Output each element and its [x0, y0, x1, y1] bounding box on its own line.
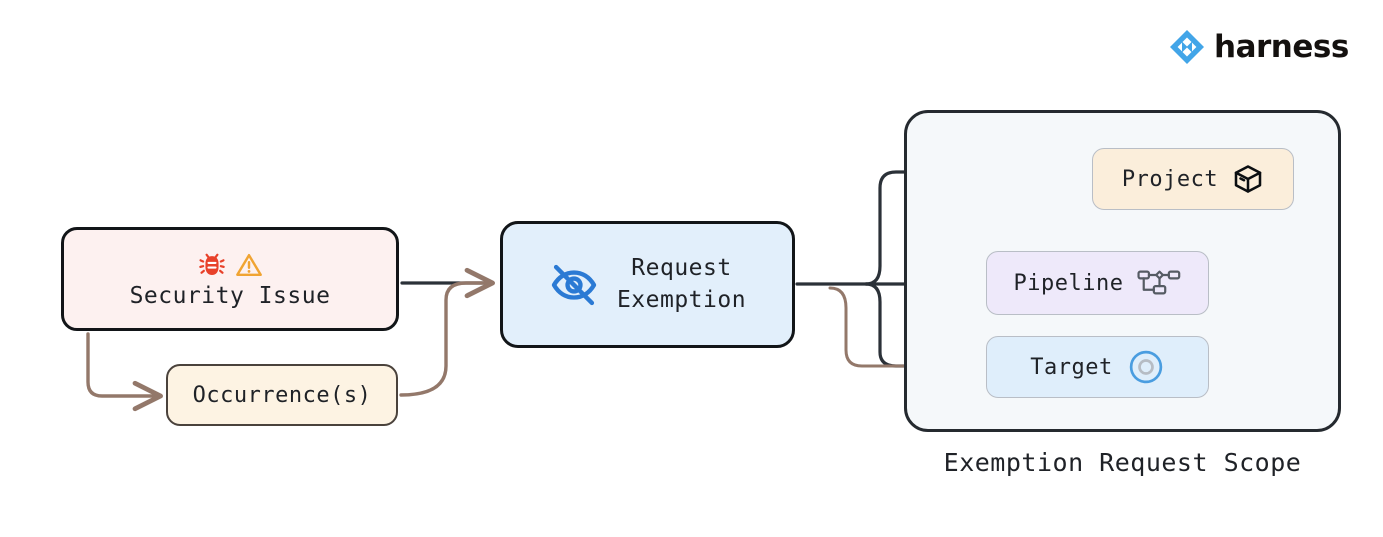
- scope-item-target[interactable]: Target: [986, 336, 1209, 398]
- security-issue-icon-row: [198, 249, 263, 281]
- node-security-issue[interactable]: Security Issue: [61, 227, 399, 331]
- warning-triangle-icon: [235, 251, 263, 279]
- edge-security-to-occurrence: [86, 332, 163, 412]
- eye-slash-icon: [549, 260, 599, 310]
- pipeline-nodes-icon: [1137, 267, 1181, 299]
- security-issue-label: Security Issue: [129, 283, 331, 309]
- target-circle-icon: [1127, 348, 1165, 386]
- project-label: Project: [1121, 166, 1219, 192]
- target-label: Target: [1030, 354, 1113, 380]
- node-request-exemption[interactable]: Request Exemption: [500, 221, 795, 348]
- pipeline-label: Pipeline: [1013, 270, 1124, 296]
- scope-caption: Exemption Request Scope: [943, 448, 1302, 477]
- harness-diamond-logo-icon: [1168, 28, 1206, 66]
- scope-item-pipeline[interactable]: Pipeline: [986, 251, 1209, 315]
- edge-request-to-project: [864, 157, 1088, 286]
- edge-request-to-target-alt: [828, 286, 970, 380]
- bug-icon: [198, 251, 226, 279]
- harness-brand-logo: harness: [1168, 28, 1349, 66]
- scope-item-project[interactable]: Project: [1092, 148, 1294, 210]
- brand-name: harness: [1214, 28, 1349, 65]
- request-exemption-label: Request Exemption: [616, 255, 747, 313]
- node-occurrences[interactable]: Occurrence(s): [166, 364, 398, 426]
- cube-icon: [1232, 163, 1264, 195]
- edge-occurrence-to-request: [399, 267, 495, 397]
